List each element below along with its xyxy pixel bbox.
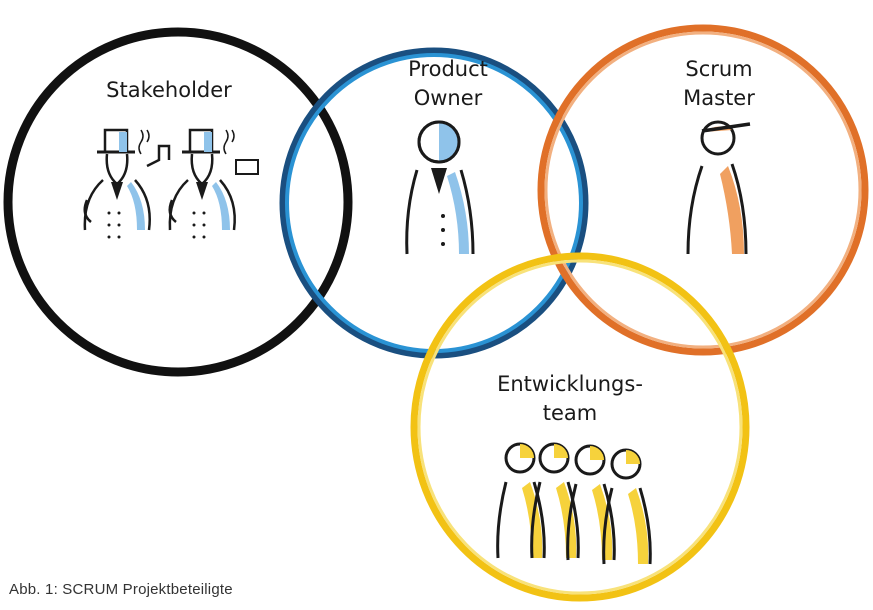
entwicklungsteam-ring	[410, 252, 750, 602]
scrum-master-ring	[537, 24, 869, 356]
stakeholder-label: Stakeholder	[106, 78, 232, 102]
figure-caption: Abb. 1: SCRUM Projektbeteiligte	[9, 581, 233, 598]
scrum-master-ring-inner	[544, 31, 862, 349]
product-owner-label: Product Owner	[408, 57, 488, 110]
team-member-3-icon	[566, 444, 616, 561]
scrum-master-figure-icon	[686, 120, 751, 255]
stakeholder-figure-1-icon	[83, 128, 171, 239]
stakeholder-figure-2-icon	[168, 128, 259, 239]
team-member-4-icon	[602, 448, 652, 565]
stakeholder-ring	[3, 27, 353, 377]
team-member-2-icon	[530, 442, 580, 559]
product-owner-figure-icon	[405, 120, 475, 255]
entwicklungsteam-label: Entwicklungs- team	[497, 372, 643, 425]
scrum-master-label: Scrum Master	[683, 57, 755, 110]
entwicklungsteam-ring-inner	[417, 259, 743, 595]
